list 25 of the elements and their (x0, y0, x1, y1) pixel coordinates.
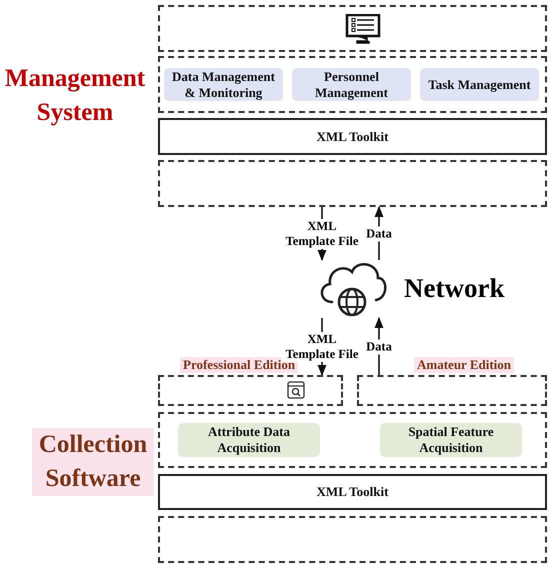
layer-box (158, 516, 547, 563)
layer-box (158, 412, 547, 468)
layer-box (158, 56, 547, 113)
layer-box (158, 5, 547, 52)
module-box (420, 68, 539, 101)
edge-label: Data (366, 226, 392, 241)
module-box (292, 68, 411, 101)
box-label: Personnel Management (314, 68, 389, 100)
edition-heading: Professional Edition (180, 357, 298, 373)
toolkit-box (158, 118, 547, 155)
box-label: XML Toolkit (316, 128, 388, 144)
edge-label: Data (366, 339, 392, 354)
section-title: Management System (4, 64, 146, 128)
layer-box (158, 160, 547, 207)
edition-heading: Amateur Edition (414, 357, 514, 373)
section-title: Collection Software (32, 428, 154, 496)
box-label: Attribute Data Acquisition (207, 424, 291, 456)
box-label: Spatial Feature Acquisition (407, 424, 495, 456)
module-box (178, 423, 320, 457)
module-box (380, 423, 522, 457)
network-label: Network (404, 272, 504, 305)
box-label: Data Management & Monitoring (171, 68, 276, 100)
box-label: Task Management (428, 76, 531, 92)
toolkit-box (158, 474, 547, 510)
box-label: XML Toolkit (316, 484, 388, 500)
